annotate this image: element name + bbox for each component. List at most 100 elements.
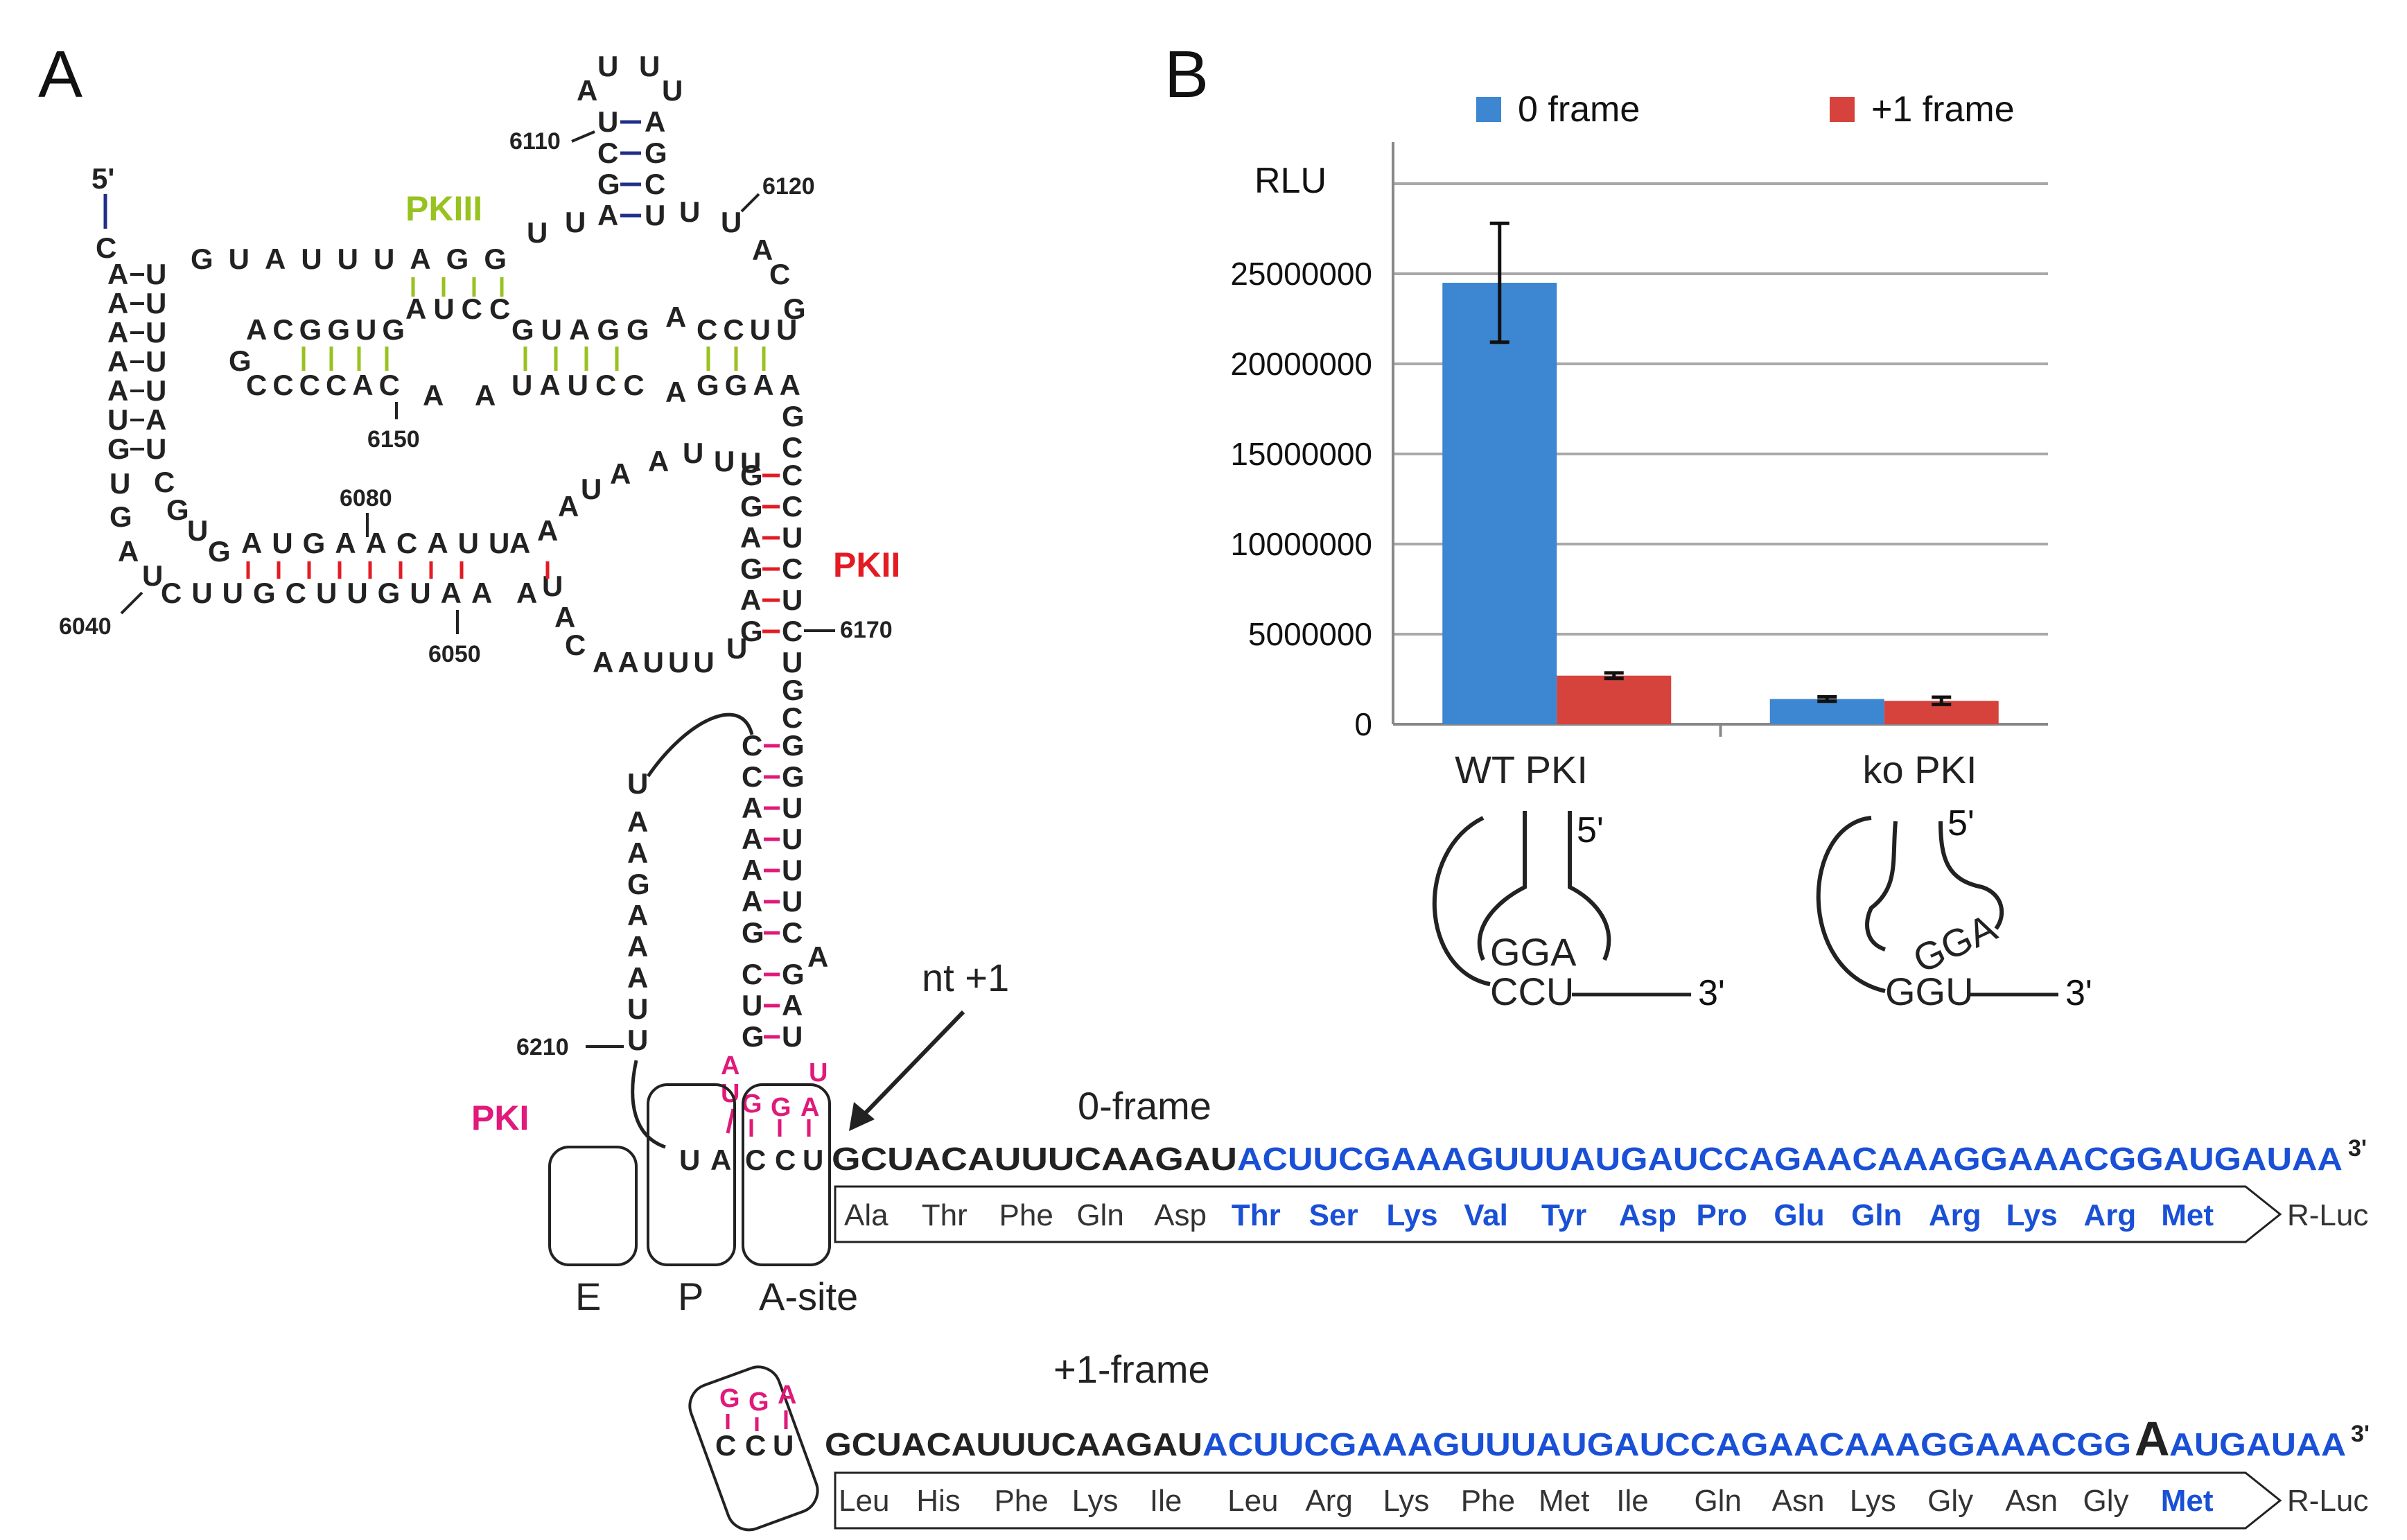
svg-text:U: U [107, 403, 128, 436]
y-tick-label: 25000000 [1230, 256, 1372, 292]
svg-text:U: U [146, 374, 166, 407]
svg-text:U: U [782, 1020, 803, 1053]
svg-text:U: U [773, 1429, 794, 1462]
plus1-frame-3prime: 3' [2351, 1421, 2370, 1447]
inset-wt: 5' GGA CCU 3' [1433, 810, 1725, 1013]
svg-text:U: U [782, 646, 803, 679]
svg-text:A: A [475, 379, 496, 412]
svg-text:U: U [146, 287, 166, 320]
svg-text:U: U [782, 823, 803, 855]
svg-text:G: G [749, 1388, 769, 1417]
zero-frame-title: 0-frame [1078, 1084, 1211, 1128]
svg-text:A: A [118, 535, 139, 568]
amino-acid: Thr [1232, 1198, 1281, 1232]
bar-1-0 [1557, 675, 1672, 724]
svg-text:U: U [782, 885, 803, 918]
amino-acid: His [916, 1484, 961, 1518]
svg-text:U: U [187, 514, 208, 547]
svg-text:A: A [800, 1093, 819, 1122]
amino-acid: Arg [2083, 1198, 2136, 1232]
svg-text:U: U [782, 791, 803, 824]
svg-text:A: A [665, 301, 686, 333]
svg-text:G: G [740, 615, 763, 647]
svg-text:G: G [782, 760, 805, 793]
svg-text:A: A [740, 521, 761, 554]
amino-acid: Arg [1929, 1198, 1981, 1232]
amino-acid: Thr [922, 1198, 968, 1232]
svg-text:U: U [627, 992, 648, 1025]
five-prime-label: 5' [91, 162, 114, 195]
bar-0-1 [1769, 699, 1884, 724]
svg-text:C: C [782, 701, 803, 734]
svg-text:A: A [423, 379, 444, 412]
svg-text:U: U [782, 854, 803, 886]
svg-text:A: A [577, 74, 597, 107]
svg-text:U: U [146, 258, 166, 290]
pos-6110: 6110 [509, 128, 561, 155]
amino-acid: Phe [1461, 1484, 1515, 1518]
svg-text:G: G [597, 168, 620, 200]
plus1-frame-title: +1-frame [1053, 1347, 1210, 1391]
svg-text:A: A [627, 930, 648, 963]
svg-text:U: U [803, 1144, 823, 1176]
svg-text:C: C [742, 958, 762, 990]
svg-text:U: U [679, 1144, 700, 1176]
amino-acid: Lys [2006, 1198, 2058, 1232]
svg-text:U: U [679, 195, 700, 228]
pos-6150: 6150 [367, 426, 420, 453]
svg-text:CCUU: CCUU [697, 313, 803, 346]
svg-text:U: U [809, 1058, 828, 1087]
svg-text:G: G [645, 137, 667, 169]
svg-text:AUGAACAUU: AUGAACAUU [241, 527, 519, 559]
svg-text:U: U [527, 216, 548, 249]
svg-text:U: U [721, 206, 742, 238]
svg-text:A: A [146, 403, 166, 436]
y-axis-label: RLU [1254, 161, 1327, 201]
svg-text:C: C [645, 168, 665, 200]
inset-wt-loop: GGA [1490, 930, 1577, 974]
amino-acid: Ala [844, 1198, 889, 1232]
inset-wt-5prime: 5' [1577, 810, 1604, 850]
svg-text:U: U [597, 105, 618, 138]
legend-label-0: 0 frame [1518, 89, 1640, 130]
svg-text:U: U [662, 74, 683, 107]
svg-text:G: G [166, 493, 189, 526]
svg-text:GUAUUUAGG: GUAUUUAGG [191, 243, 522, 275]
plus1-frame-seq-blue-b: AUGAUAA [2169, 1426, 2346, 1462]
svg-text:AAUUU: AAUUU [593, 646, 719, 679]
svg-text:G: G [782, 958, 805, 990]
amino-acid: Gln [1076, 1198, 1123, 1232]
svg-text:G: G [208, 535, 231, 568]
ribosome-sites: E P A-site U A C C U [548, 1083, 858, 1318]
inset-wt-3prime: 3' [1698, 973, 1725, 1013]
svg-text:G: G [740, 552, 763, 585]
svg-text:G: G [742, 916, 764, 949]
svg-text:G: G [782, 674, 805, 706]
svg-text:C: C [745, 1144, 766, 1176]
plus1-frame-reporter: R-Luc [2287, 1484, 2368, 1518]
amino-acid: Leu [1227, 1484, 1278, 1518]
y-tick-label: 10000000 [1230, 526, 1372, 562]
svg-text:A: A [627, 961, 648, 994]
svg-text:G: G [719, 1384, 740, 1413]
zero-frame-3prime: 3' [2348, 1135, 2367, 1162]
amino-acid: Asp [1619, 1198, 1677, 1232]
bar-0-0 [1442, 283, 1557, 724]
inset-ko: 5' GGA GGU 3' [1816, 803, 2092, 1013]
svg-text:G: G [627, 868, 650, 900]
svg-text:G: G [229, 344, 252, 377]
svg-text:C: C [742, 729, 762, 762]
svg-text:C: C [775, 1144, 796, 1176]
inset-ko-5prime: 5' [1948, 803, 1975, 843]
svg-text:A: A [782, 989, 803, 1022]
amino-acid: Ile [1150, 1484, 1182, 1518]
pos-6170: 6170 [840, 617, 893, 643]
svg-text:C: C [715, 1429, 736, 1462]
plus1-frame-seq-black: GCUACAUUUCAAGAU [825, 1426, 1202, 1462]
nt-plus1-label: nt +1 [922, 956, 1009, 999]
amino-acid: Met [1539, 1484, 1589, 1518]
